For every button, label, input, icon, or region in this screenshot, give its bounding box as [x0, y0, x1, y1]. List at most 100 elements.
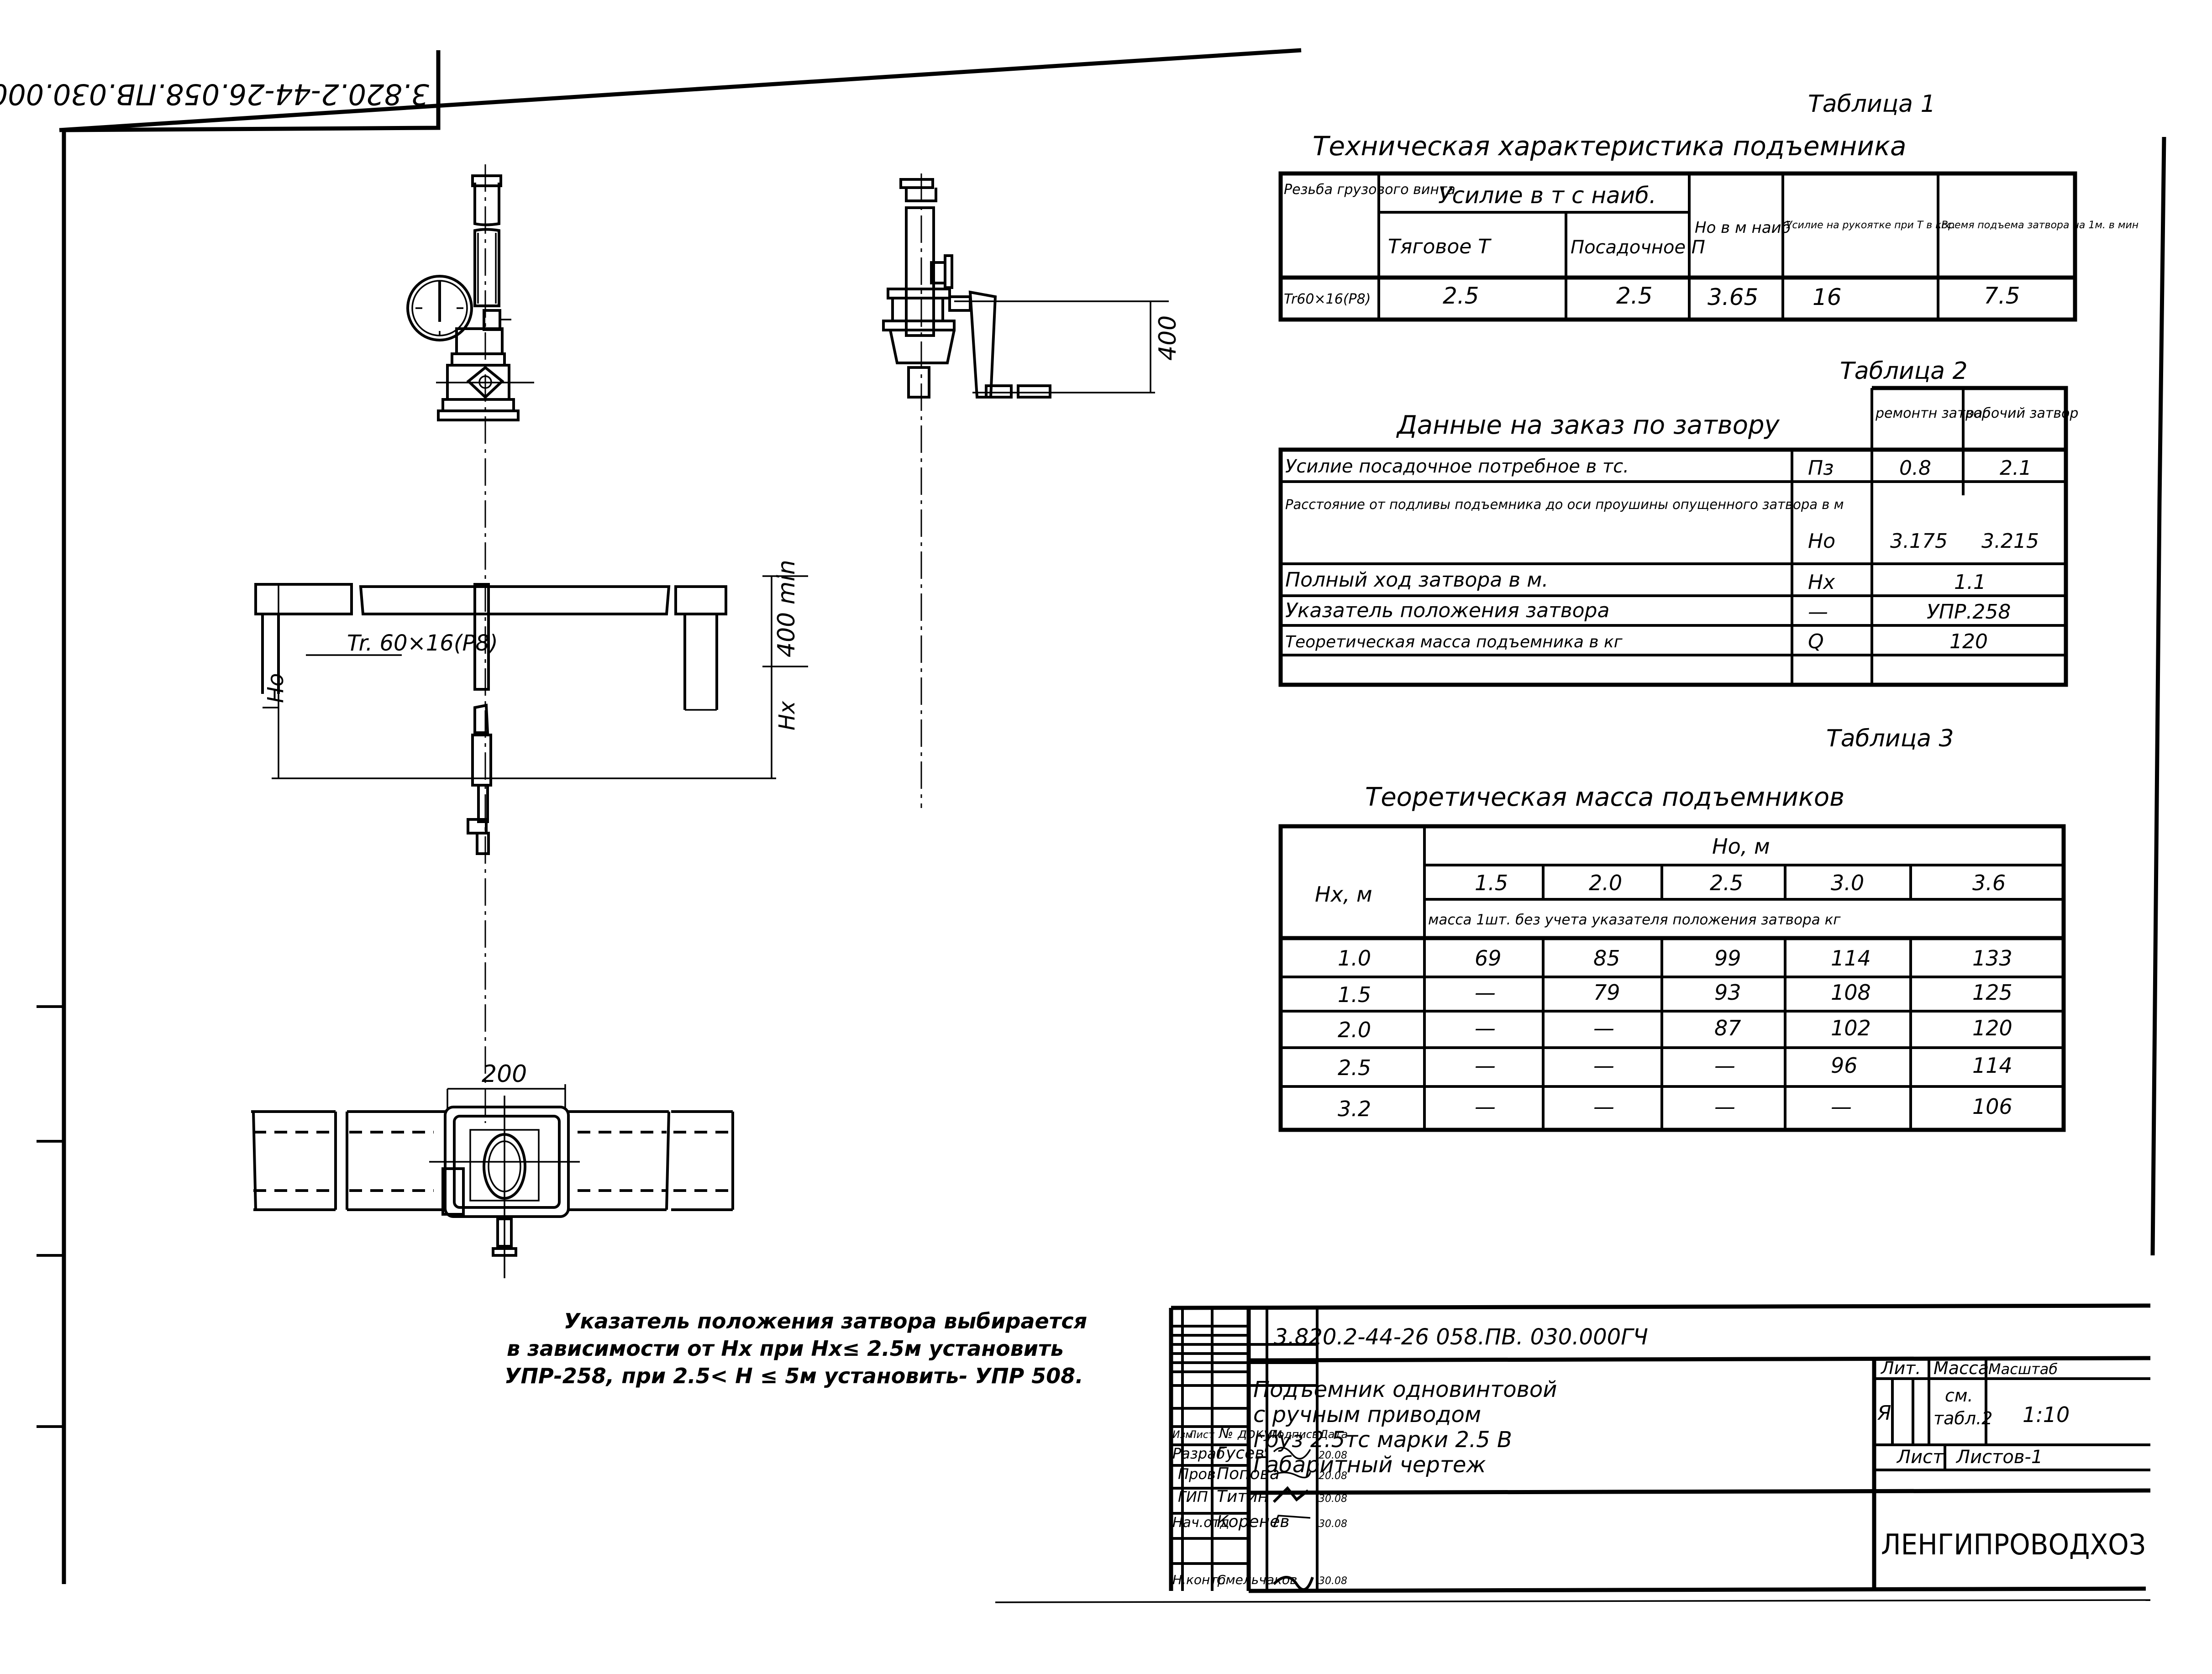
t3-row-3: 2.5 — — — 96 114 [1338, 1053, 2012, 1080]
t3-r4-c3: — [1831, 1094, 1852, 1119]
t3-r3-c4: 114 [1972, 1053, 2012, 1078]
t3-col-3: 3.0 [1831, 871, 1864, 895]
tb-staff-1-name: Попова [1217, 1464, 1280, 1483]
t1-cell-time: 7.5 [1984, 283, 2020, 309]
t3-r3-c3: 96 [1831, 1053, 1858, 1078]
front-view-drawing: Tr. 60×16(P8) Ho Hx 400 min [254, 164, 808, 1123]
t3-r1-c3: 108 [1831, 980, 1871, 1005]
tb-staff-5-role: Н.контр [1172, 1572, 1225, 1587]
tb-staff-2-name: Титин [1217, 1487, 1268, 1506]
t2-row4-value: 120 [1949, 630, 1988, 653]
t2-row1-repair: 3.175 [1890, 530, 1948, 553]
t3-r2-c4: 120 [1972, 1016, 2012, 1040]
t2-row1-label: Расстояние от подливы подъемника до оси … [1285, 497, 1844, 512]
t1-h-pull: Тяговое Т [1388, 235, 1492, 258]
tb-mass-label: Масса [1934, 1358, 1989, 1378]
t2-row3-value: УПР.258 [1927, 600, 2011, 624]
tb-name-line-1: Подъемник одновинтовой [1253, 1377, 1557, 1402]
note-line-1: Указатель положения затвора выбирается [564, 1309, 1087, 1333]
t1-cell-handle: 16 [1813, 284, 1842, 310]
table3-caption: Таблица 3 [1826, 725, 1954, 752]
t3-r4-c1: — [1593, 1094, 1614, 1119]
t3-r2-c0: — [1475, 1016, 1496, 1040]
t1-h-time: Время подъема затвора на 1м. в мин [1941, 220, 2138, 231]
tb-staff-1-date: 20.08 [1319, 1470, 1347, 1482]
t3-r2-c2: 87 [1714, 1016, 1741, 1040]
tb-name-line-3: груз 2.5тс марки 2.5 В [1253, 1427, 1512, 1453]
table3-title: Теоретическая масса подъемников [1365, 782, 1844, 812]
t3-r3-c1: — [1593, 1053, 1614, 1078]
tb-organization: ЛЕНГИПРОВОДХОЗ [1881, 1528, 2146, 1561]
t2-row3-label: Указатель положения затвора [1285, 599, 1609, 622]
t3-subheader: масса 1шт. без учета указателя положения… [1428, 912, 1841, 928]
tb-staff-0-role: Разраб [1172, 1445, 1225, 1462]
t1-h-force: Усилие в т с наиб. [1438, 182, 1656, 209]
tb-staff-row-2: ГИП Титин 30.08 [1178, 1487, 1347, 1506]
thread-callout: Tr. 60×16(P8) [347, 630, 498, 656]
t1-h-seating: Посадочное П [1571, 237, 1705, 258]
title-block: 3.820.2-44-26 058.ПВ. 030.000ГЧ Подъемни… [1169, 1303, 2151, 1593]
t3-r1-c2: 93 [1714, 980, 1741, 1005]
t2-row4-label: Теоретическая масса подъемника в кг [1285, 633, 1623, 651]
tb-staff-3-date: 30.08 [1319, 1518, 1347, 1530]
tb-mass-value-1: см. [1945, 1385, 1973, 1406]
tb-staff-2-date: 30.08 [1319, 1493, 1347, 1505]
dim-ho-label: Ho [263, 673, 289, 703]
t3-r2-c1: — [1593, 1016, 1614, 1040]
tb-h-izm: Изм [1172, 1429, 1193, 1441]
t2-row0-symbol: Пз [1808, 457, 1834, 480]
t3-r1-c4: 125 [1972, 980, 2012, 1005]
t3-r2-c3: 102 [1831, 1016, 1871, 1040]
tb-scale-value: 1:10 [2023, 1402, 2070, 1427]
tb-h-sign: Подпись [1269, 1428, 1319, 1441]
table1-title: Техническая характеристика подъемника [1313, 131, 1907, 162]
t3-col-2: 2.5 [1710, 871, 1743, 895]
t2-row2-symbol: Hx [1808, 571, 1835, 594]
tb-h-date: Дата [1319, 1428, 1348, 1441]
note-line-3: УПР-258, при 2.5< H ≤ 5м установить- УПР… [504, 1364, 1083, 1388]
dim-hx-label: Hx [774, 701, 800, 730]
tb-lit-label: Лит. [1880, 1358, 1921, 1378]
t3-r2-hx: 2.0 [1338, 1018, 1371, 1042]
t3-r4-hx: 3.2 [1338, 1097, 1371, 1121]
tb-code: 3.820.2-44-26 058.ПВ. 030.000ГЧ [1274, 1324, 1648, 1350]
dim-400-label: 400 [1154, 315, 1182, 361]
tb-staff-3-name: Коренев [1217, 1512, 1290, 1531]
tb-name-line-2: с ручным приводом [1253, 1402, 1481, 1427]
table2-title: Данные на заказ по затвору [1396, 410, 1780, 440]
t3-r4-c2: — [1714, 1094, 1735, 1119]
t3-r4-c4: 106 [1972, 1094, 2012, 1119]
t3-row-header: Hx, м [1315, 882, 1372, 907]
tb-staff-3-role: Нач.отд [1172, 1515, 1229, 1531]
tb-staff-0-date: 20.08 [1319, 1450, 1347, 1461]
t2-row4-symbol: Q [1808, 630, 1824, 653]
t3-col-4: 3.6 [1972, 871, 2006, 895]
t3-r0-c4: 133 [1972, 946, 2012, 971]
t3-r0-c3: 114 [1831, 946, 1871, 971]
t3-col-1: 2.0 [1589, 871, 1622, 895]
t2-row2-label: Полный ход затвора в м. [1285, 568, 1548, 592]
t1-cell-pull: 2.5 [1443, 283, 1479, 309]
t1-h-thread: Резьба грузового винта [1284, 182, 1455, 198]
t3-r3-hx: 2.5 [1338, 1055, 1371, 1080]
tb-staff-1-role: Пров [1178, 1465, 1216, 1483]
t3-r1-c1: 79 [1593, 980, 1620, 1005]
t3-r0-c2: 99 [1714, 946, 1741, 971]
table1-caption: Таблица 1 [1808, 90, 1936, 118]
t3-r1-hx: 1.5 [1338, 982, 1371, 1007]
t3-col-0: 1.5 [1475, 871, 1508, 895]
t3-r0-hx: 1.0 [1338, 946, 1371, 971]
tb-staff-2-role: ГИП [1178, 1488, 1208, 1506]
t3-row-4: 3.2 — — — — 106 [1338, 1094, 2012, 1121]
t3-r3-c0: — [1475, 1053, 1496, 1078]
table-2: Таблица 2 Данные на заказ по затвору рем… [1278, 357, 2078, 687]
tb-lit-value: Я [1877, 1401, 1891, 1425]
note-block: Указатель положения затвора выбирается в… [504, 1309, 1087, 1388]
rotated-stamp: 3.820.2-44-26.058.ПВ.030.000 ГЧ [0, 78, 429, 111]
t2-col-working: рабочий затвор [1965, 405, 2078, 421]
side-view-drawing: 400 [882, 173, 1182, 808]
tb-scale-label: Масштаб [1988, 1360, 2058, 1378]
tb-name-line-4: Габаритный чертеж [1253, 1452, 1486, 1478]
note-line-2: в зависимости от Hx при Hx≤ 2.5м установ… [507, 1336, 1064, 1361]
